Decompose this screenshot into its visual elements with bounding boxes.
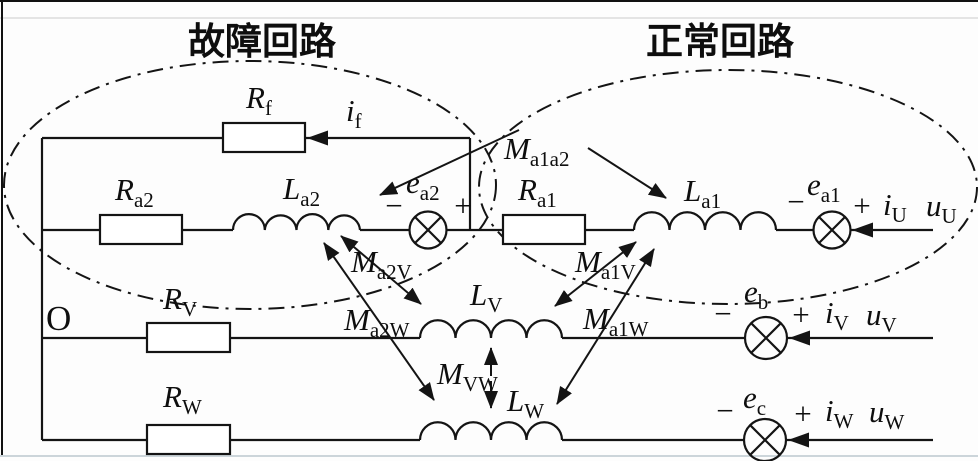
current-arrow-iv xyxy=(789,330,810,346)
label-ma1a2: Ma1a2 xyxy=(503,131,569,171)
coupling-arrow-ma1a2-to-la2 xyxy=(379,129,520,196)
label-ea1: ea1 xyxy=(807,167,841,207)
source-ea2-symbol xyxy=(408,210,448,250)
node-o-label: O xyxy=(46,299,71,338)
polarity-plus-ec: + xyxy=(794,396,811,431)
normal-loop-ellipse xyxy=(478,69,978,305)
fault-loop-ellipse xyxy=(3,60,497,310)
inductor-lv xyxy=(418,319,564,339)
label-ma1w: Ma1W xyxy=(582,301,649,341)
label-ma1v: Ma1V xyxy=(574,244,636,284)
source-ea1-symbol xyxy=(812,210,852,250)
label-iu: iU xyxy=(883,187,907,227)
current-arrow-iw xyxy=(788,432,809,448)
label-ec: ec xyxy=(743,380,766,420)
label-rf: Rf xyxy=(245,80,272,120)
coupling-arrow-ma2w xyxy=(323,242,435,401)
resistor-rw xyxy=(145,423,232,456)
label-uw: uW xyxy=(869,394,905,434)
label-iw: iW xyxy=(825,393,854,433)
label-uu: uU xyxy=(926,188,957,228)
current-arrow-iu xyxy=(852,222,873,238)
resistor-ra2 xyxy=(98,213,184,246)
inductor-la2 xyxy=(231,213,362,231)
label-if: if xyxy=(346,93,362,133)
resistor-ra1 xyxy=(501,213,587,246)
polarity-plus-ea2: + xyxy=(454,188,471,223)
inductor-la1 xyxy=(632,211,778,231)
polarity-plus-eb: + xyxy=(792,297,809,332)
normal-loop-title: 正常回路 xyxy=(646,21,795,63)
coupling-arrow-ma1a2-to-la1 xyxy=(587,147,667,199)
label-la2: La2 xyxy=(282,171,320,211)
label-lv: LV xyxy=(469,277,502,317)
label-ma2v: Ma2V xyxy=(350,244,412,284)
fault-loop-title: 故障回路 xyxy=(188,21,337,63)
source-ec-symbol xyxy=(742,417,788,461)
resistor-rf xyxy=(221,121,307,154)
coupling-arrow-ma1w xyxy=(556,248,655,405)
resistor-rv xyxy=(145,321,232,354)
label-lw: LW xyxy=(506,383,544,423)
label-iv: iV xyxy=(825,295,849,335)
inductor-lw xyxy=(418,421,564,441)
label-ma2w: Ma2W xyxy=(343,302,410,342)
label-ra2: Ra2 xyxy=(114,172,154,212)
label-rw: RW xyxy=(162,379,202,419)
label-uv: uV xyxy=(866,297,897,337)
label-rv: RV xyxy=(162,281,197,321)
polarity-minus-eb: − xyxy=(714,296,731,331)
label-mvw: MVW xyxy=(436,356,498,396)
polarity-minus-ec: − xyxy=(716,393,733,428)
label-ra1: Ra1 xyxy=(517,172,557,212)
label-eb: eb xyxy=(744,274,768,314)
current-arrow-if xyxy=(307,130,328,146)
label-ea2: ea2 xyxy=(406,165,440,205)
polarity-minus-ea2: − xyxy=(385,188,402,223)
source-eb-symbol xyxy=(743,315,789,361)
polarity-plus-ea1: + xyxy=(853,188,870,223)
label-la1: La1 xyxy=(683,173,721,213)
polarity-minus-ea1: − xyxy=(787,184,804,219)
